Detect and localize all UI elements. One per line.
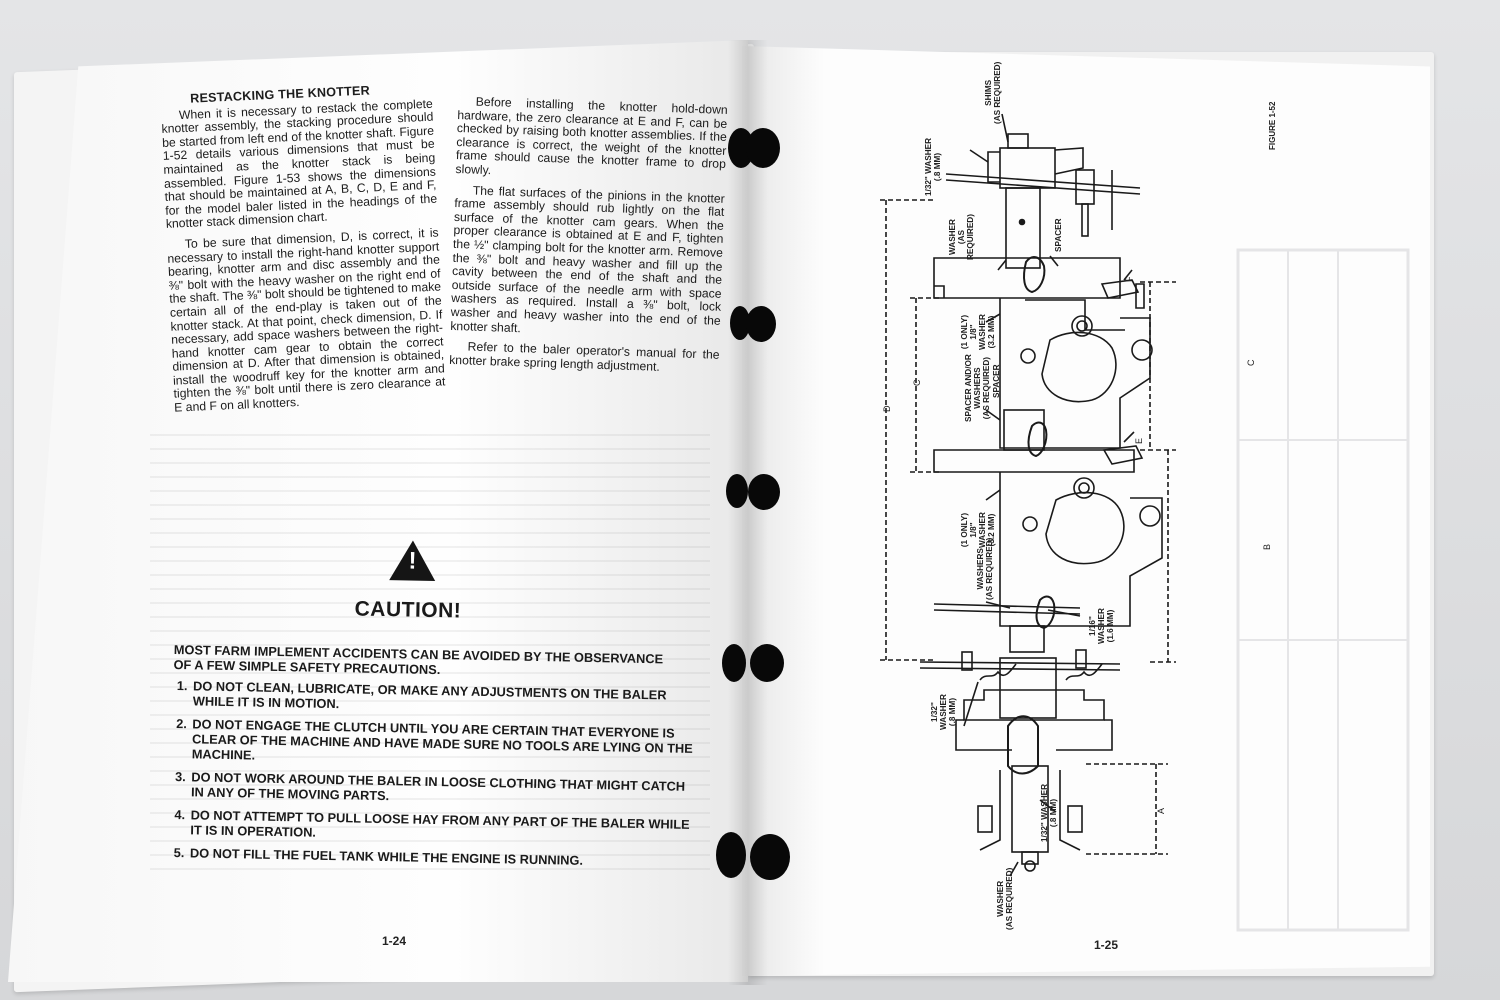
safety-item: DO NOT ENGAGE THE CLUTCH UNTIL YOU ARE C… [190, 716, 697, 771]
label-text: (1.6 MM) [1106, 609, 1115, 643]
dimension-d: D [882, 405, 892, 413]
label-washer-bottom: WASHER (AS REQUIRED) [996, 868, 1014, 930]
binding-hole [750, 644, 784, 682]
dimension-a: A [1156, 807, 1166, 814]
binding-hole [750, 834, 790, 880]
label-text: WASHERS [973, 367, 982, 409]
paragraph: Before installing the knotter hold-down … [455, 94, 728, 178]
label-text: WASHER [978, 314, 987, 350]
paragraph: To be sure that dimension, D, is correct… [167, 225, 446, 415]
left-page [8, 40, 748, 982]
label-text: (AS REQUIRED) [993, 61, 1002, 124]
book-gutter [728, 40, 768, 985]
right-page [742, 46, 1430, 976]
page-number-left: 1-24 [382, 934, 407, 948]
binding-hole [746, 128, 780, 168]
safety-item: DO NOT ATTEMPT TO PULL LOOSE HAY FROM AN… [188, 807, 694, 847]
bleed-through [150, 430, 710, 870]
label-text: 1/32" WASHER [924, 137, 933, 196]
left-column-text: RESTACKING THE KNOTTER When it is necess… [160, 82, 447, 423]
label-text: (AS [957, 229, 966, 245]
binding-hole [726, 474, 748, 508]
right-column-text: Before installing the knotter hold-down … [449, 95, 728, 383]
label-washers-as-required: WASHERS (AS REQUIRED) [976, 538, 994, 600]
knotter-stack-diagram [880, 113, 1176, 877]
label-text: WASHER [996, 880, 1005, 917]
label-washer-18-upper: (1 ONLY) 1/8" WASHER (3.2 MM) [960, 314, 996, 350]
safety-list: DO NOT CLEAN, LUBRICATE, OR MAKE ANY ADJ… [170, 678, 698, 878]
binding-hole [730, 306, 750, 340]
label-spacer-andor-washers: SPACER AND/OR WASHERS (AS REQUIRED) [964, 354, 991, 422]
bleed-through-table [1236, 248, 1410, 932]
label-text: WASHER [948, 219, 957, 255]
safety-item: DO NOT FILL THE FUEL TANK WHILE THE ENGI… [188, 845, 694, 870]
label-washer-132-bottom: 1/32" WASHER (.8 MM) [1040, 784, 1058, 842]
warning-exclamation: ! [408, 547, 417, 575]
label-text: (.8 MM) [1049, 798, 1058, 828]
dimension-e: E [1134, 437, 1144, 444]
label-washer-116: 1/16" WASHER (1.6 MM) [1088, 608, 1115, 644]
figure-label: FIGURE 1-52 [1268, 101, 1277, 150]
binding-hole [716, 832, 746, 878]
label-text: WASHER [1097, 608, 1106, 644]
label-text: (.8 MM) [933, 152, 942, 182]
label-text: WASHER [939, 694, 948, 730]
label-washer-as-required: WASHER (AS REQUIRED) [948, 214, 975, 260]
caution-title: CAUTION! [354, 597, 462, 623]
label-spacer: SPACER [1054, 218, 1063, 252]
safety-item: DO NOT WORK AROUND THE BALER IN LOOSE CL… [189, 769, 695, 809]
dimension-b: B [1262, 543, 1272, 550]
label-text: SPACER AND/OR [964, 354, 973, 422]
label-text: 1/16" [1088, 616, 1097, 636]
label-text: (1 ONLY) [960, 512, 969, 548]
label-text: (1 ONLY) [960, 314, 969, 350]
label-spacer-2: SPACER [992, 364, 1001, 398]
paragraph: When it is necessary to restack the comp… [161, 96, 438, 232]
label-text: (.8 MM) [948, 697, 957, 727]
label-text: (AS REQUIRED) [1005, 867, 1014, 930]
label-text: SHIMS [984, 79, 993, 106]
label-text: 1/32" WASHER [1040, 783, 1049, 842]
label-text: (AS REQUIRED) [985, 537, 994, 600]
label-text: 1/32" [930, 702, 939, 722]
label-text: SPACER [992, 364, 1001, 398]
page-number-right: 1-25 [1094, 938, 1119, 952]
label-washer-132-lower: 1/32" WASHER (.8 MM) [930, 694, 957, 730]
label-text: (3.2 MM) [987, 315, 996, 349]
label-text: WASHERS [976, 548, 985, 590]
label-text: REQUIRED) [966, 214, 975, 260]
binding-hole [746, 306, 776, 342]
label-washer-132: 1/32" WASHER (.8 MM) [924, 138, 942, 196]
label-text: SPACER [1054, 218, 1063, 252]
binding-hole [748, 474, 780, 510]
binding-hole [722, 644, 746, 682]
paragraph: Refer to the baler operator's manual for… [448, 339, 720, 374]
label-shims: SHIMS (AS REQUIRED) [984, 62, 1002, 124]
dimension-f: F [1124, 276, 1134, 283]
paragraph: The flat surfaces of the pinions in the … [450, 183, 725, 335]
label-text: 1/8" [969, 324, 978, 340]
dimension-c-right: C [1246, 359, 1256, 367]
warning-triangle-icon: ! [389, 540, 436, 581]
dimension-c-left: C [912, 379, 922, 387]
label-text: (AS REQUIRED) [982, 356, 991, 420]
